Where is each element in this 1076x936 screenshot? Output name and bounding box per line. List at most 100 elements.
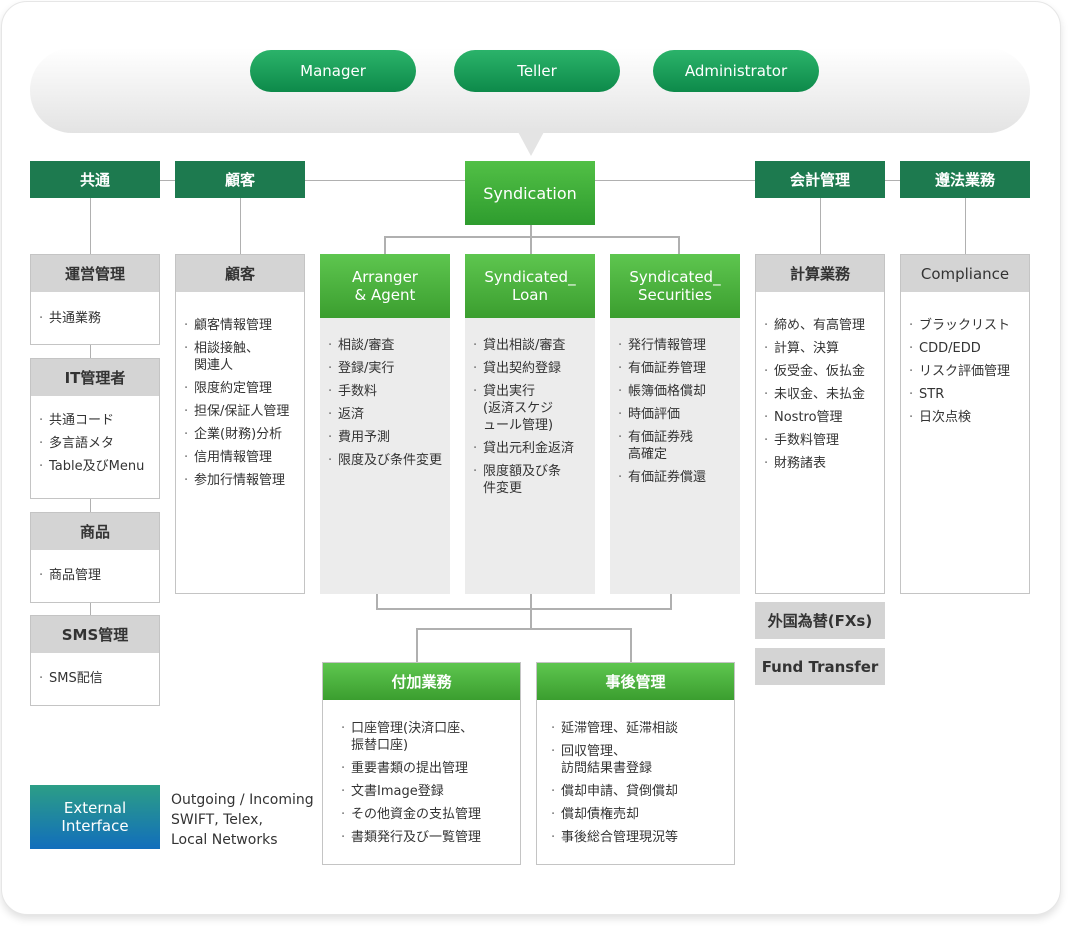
list-item: 登録/実行 <box>320 360 442 377</box>
box-title: Syndicated_ Loan <box>465 254 595 318</box>
connector-bottom-left <box>416 628 418 662</box>
list-item: 限度額及び条 件変更 <box>465 463 587 497</box>
connector-common-2 <box>90 345 91 358</box>
cloud-pointer <box>517 130 545 156</box>
connector-left <box>160 180 465 181</box>
list-item: 相談/審査 <box>320 337 442 354</box>
list-item: 償却債権売却 <box>543 806 726 823</box>
external-interface: External Interface <box>30 785 160 849</box>
box-operations: 運営管理 共通業務 <box>30 254 160 345</box>
list-item: SMS配信 <box>31 670 151 687</box>
list-item: 締め、有高管理 <box>756 317 876 334</box>
item-list: 共通コード多言語メタ Table及びMenu <box>31 396 159 475</box>
connector-customer <box>240 198 241 254</box>
connector-bottom-3 <box>670 593 672 609</box>
list-item: 回収管理、 訪問結果書登録 <box>543 743 726 777</box>
list-item: 財務諸表 <box>756 455 876 472</box>
list-item: 企業(財務)分析 <box>176 426 296 443</box>
list-item: 相談接触、 関連人 <box>176 340 296 374</box>
item-list: 顧客情報管理相談接触、 関連人限度約定管理担保/保証人管理企業(財務)分析信用情… <box>176 292 304 489</box>
box-it-admin: IT管理者 共通コード多言語メタ Table及びMenu <box>30 358 160 499</box>
list-item: 限度約定管理 <box>176 380 296 397</box>
list-item: 重要書類の提出管理 <box>333 760 512 777</box>
box-title: 事後管理 <box>537 663 734 700</box>
box-title: Arranger & Agent <box>320 254 450 318</box>
box-fund-transfer: Fund Transfer <box>755 648 885 685</box>
connector-bottom-stem <box>530 608 532 629</box>
box-title: 顧客 <box>176 255 304 292</box>
header-compliance: 遵法業務 <box>900 161 1030 198</box>
connector-synd-bar <box>384 236 680 238</box>
box-title: Syndicated_ Securities <box>610 254 740 318</box>
list-item: 時価評価 <box>610 406 732 423</box>
list-item: CDD/EDD <box>901 340 1021 357</box>
list-item: 文書Image登録 <box>333 783 512 800</box>
box-calculation: 計算業務 締め、有高管理計算、決算仮受金、仮払金未収金、未払金Nostro管理手… <box>755 254 885 594</box>
list-item: 有価証券残 高確定 <box>610 429 732 463</box>
connector-compliance <box>965 198 966 254</box>
role-manager: Manager <box>250 50 416 92</box>
box-additional-services: 付加業務 口座管理(決済口座、 振替口座)重要書類の提出管理文書Image登録そ… <box>322 662 521 865</box>
list-item: 仮受金、仮払金 <box>756 363 876 380</box>
header-accounting: 会計管理 <box>755 161 885 198</box>
connector-bottom-bar <box>376 608 672 610</box>
connector-common-3 <box>90 499 91 512</box>
item-list: 貸出相談/審査貸出契約登録貸出実行 (返済スケジ ュール管理)貸出元利金返済限度… <box>465 318 595 497</box>
item-list: 延滞管理、延滞相談回収管理、 訪問結果書登録償却申請、貸倒償却償却債権売却事後総… <box>537 700 734 846</box>
item-list: SMS配信 <box>31 653 159 687</box>
list-item: 有価証券償還 <box>610 469 732 486</box>
connector-common <box>90 198 91 254</box>
list-item: 商品管理 <box>31 567 151 584</box>
list-item: その他資金の支払管理 <box>333 806 512 823</box>
box-title: 運営管理 <box>31 255 159 292</box>
box-compliance: Compliance ブラックリストCDD/EDDリスク評価管理STR日次点検 <box>900 254 1030 594</box>
box-post-management: 事後管理 延滞管理、延滞相談回収管理、 訪問結果書登録償却申請、貸倒償却償却債権… <box>536 662 735 865</box>
list-item: 共通コード <box>31 412 151 429</box>
connector-right <box>595 180 901 181</box>
item-list: 口座管理(決済口座、 振替口座)重要書類の提出管理文書Image登録その他資金の… <box>323 700 520 846</box>
list-item: 共通業務 <box>31 310 151 327</box>
connector-synd-stem <box>530 225 532 237</box>
header-common: 共通 <box>30 161 160 198</box>
box-title: 付加業務 <box>323 663 520 700</box>
list-item: 有価証券管理 <box>610 360 732 377</box>
list-item: 償却申請、貸倒償却 <box>543 783 726 800</box>
box-customer: 顧客 顧客情報管理相談接触、 関連人限度約定管理担保/保証人管理企業(財務)分析… <box>175 254 305 594</box>
box-arranger-agent: Arranger & Agent 相談/審査登録/実行手数料返済費用予測限度及び… <box>320 254 450 594</box>
connector-bottom-2 <box>530 593 532 609</box>
connector-bottom-right <box>630 628 632 662</box>
connector-accounting <box>820 198 821 254</box>
item-list: ブラックリストCDD/EDDリスク評価管理STR日次点検 <box>901 292 1029 426</box>
box-sms: SMS管理 SMS配信 <box>30 615 160 706</box>
header-customer: 顧客 <box>175 161 305 198</box>
list-item: STR <box>901 386 1021 403</box>
list-item: 貸出相談/審査 <box>465 337 587 354</box>
connector-synd-2 <box>530 236 532 254</box>
list-item: 手数料管理 <box>756 432 876 449</box>
list-item: 返済 <box>320 406 442 423</box>
box-syndicated-securities: Syndicated_ Securities 発行情報管理有価証券管理帳簿価格償… <box>610 254 740 594</box>
list-item: 帳簿価格償却 <box>610 383 732 400</box>
list-item: 発行情報管理 <box>610 337 732 354</box>
list-item: 参加行情報管理 <box>176 472 296 489</box>
list-item: 多言語メタ <box>31 435 151 452</box>
list-item: 費用予測 <box>320 429 442 446</box>
connector-bottom-bar2 <box>416 628 632 630</box>
connector-bottom-1 <box>376 593 378 609</box>
list-item: リスク評価管理 <box>901 363 1021 380</box>
role-teller: Teller <box>454 50 620 92</box>
box-title: IT管理者 <box>31 359 159 396</box>
list-item: 延滞管理、延滞相談 <box>543 720 726 737</box>
connector-synd-3 <box>678 236 680 254</box>
item-list: 商品管理 <box>31 550 159 584</box>
header-syndication: Syndication <box>465 161 595 225</box>
list-item: 担保/保証人管理 <box>176 403 296 420</box>
list-item: 書類発行及び一覧管理 <box>333 829 512 846</box>
box-title: Compliance <box>901 255 1029 292</box>
list-item: 日次点検 <box>901 409 1021 426</box>
list-item: 貸出実行 (返済スケジ ュール管理) <box>465 383 587 434</box>
list-item: 貸出契約登録 <box>465 360 587 377</box>
box-product: 商品 商品管理 <box>30 512 160 603</box>
item-list: 相談/審査登録/実行手数料返済費用予測限度及び条件変更 <box>320 318 450 469</box>
list-item: Table及びMenu <box>31 458 151 475</box>
